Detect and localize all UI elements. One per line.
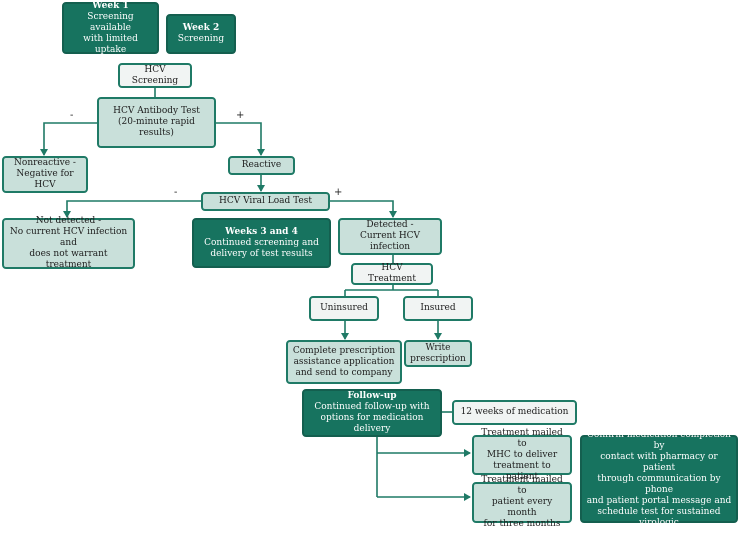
mailed-mhc-line1: Treatment mailed to: [481, 427, 563, 449]
followup2-line3: through communication by phone: [597, 473, 721, 495]
mailed-patient-line3: for three months: [483, 519, 561, 529]
nonreactive-box: Nonreactive - Negative for HCV: [2, 156, 88, 193]
arrow-viral-load-not-detected: [63, 200, 201, 218]
viral-load-box: HCV Viral Load Test: [201, 192, 330, 211]
antibody-line2: (20-minute rapid results): [118, 117, 195, 138]
hcv-treatment-box: HCV Treatment: [351, 263, 433, 285]
week1-line2: with limited uptake: [83, 33, 138, 55]
followup1-title: Follow-up: [347, 391, 397, 401]
followup2-title: Follow-up: [634, 418, 684, 429]
followup1-line2: options for medication delivery: [320, 413, 424, 434]
followup2-line2: contact with pharmacy or patient: [600, 451, 718, 473]
week1-title: Week 1: [92, 0, 129, 11]
mailed-to-patient-box: Treatment mailed to patient every month …: [472, 475, 572, 529]
not-detected-line1: Not detected -: [35, 216, 102, 226]
followup1-line1: Continued follow-up with: [314, 402, 430, 412]
not-detected-box: Not detected - No current HCV infection …: [2, 216, 135, 270]
antibody-minus-sign: -: [70, 110, 74, 121]
antibody-plus-sign: +: [236, 110, 245, 121]
insured-label: Insured: [420, 303, 456, 313]
mailed-to-mhc-box: Treatment mailed to MHC to deliver treat…: [472, 428, 572, 482]
mailed-mhc-line3: treatment to patient: [493, 460, 551, 482]
week2-box: Week 2 Screening: [166, 14, 236, 54]
detected-line1: Detected -: [366, 220, 414, 230]
twelve-weeks-box: 12 weeks of medication: [452, 400, 577, 425]
connector-lines: [40, 88, 471, 501]
followup2-line1: Confirm medication completion by: [587, 429, 731, 451]
weeks34-title: Weeks 3 and 4: [225, 226, 298, 237]
arrow-viral-load-detected: [330, 200, 397, 218]
followup-delivery-box: Follow-up Continued follow-up with optio…: [302, 389, 442, 437]
followup2-line5: schedule test for sustained virologic: [597, 506, 721, 528]
prescription-assist-line1: Complete prescription: [292, 345, 396, 356]
prescription-assist-line3: and send to company: [295, 367, 393, 378]
viral-load-minus-sign: -: [174, 187, 178, 198]
antibody-line1: HCV Antibody Test: [113, 106, 200, 116]
detected-line2: Current HCV infection: [359, 231, 421, 252]
mailed-mhc-line2: MHC to deliver: [486, 449, 558, 460]
prescription-assist-box: Complete prescription assistance applica…: [286, 340, 402, 384]
reactive-label: Reactive: [241, 160, 282, 170]
weeks34-line2: delivery of test results: [210, 248, 313, 259]
twelve-weeks-label: 12 weeks of medication: [460, 407, 569, 417]
detected-box: Detected - Current HCV infection: [338, 218, 442, 255]
viral-load-plus-sign: +: [334, 187, 343, 198]
week1-line1: Screening available: [87, 11, 134, 33]
viral-load-label: HCV Viral Load Test: [219, 196, 312, 206]
mailed-patient-line1: Treatment mailed to: [481, 475, 563, 496]
weeks34-line1: Continued screening and: [204, 237, 319, 248]
weeks34-box: Weeks 3 and 4 Continued screening and de…: [192, 218, 331, 268]
insured-box: Insured: [403, 296, 473, 321]
week2-line1: Screening: [177, 34, 225, 44]
prescription-assist-line2: assistance application: [293, 356, 395, 367]
week1-box: Week 1 Screening available with limited …: [62, 0, 159, 55]
nonreactive-line2: Negative for HCV: [16, 169, 74, 190]
antibody-test-box: HCV Antibody Test (20-minute rapid resul…: [97, 97, 216, 148]
not-detected-line2: No current HCV infection and: [9, 227, 128, 248]
followup2-line4: and patient portal message and: [586, 495, 732, 506]
arrow-antibody-reactive: [216, 122, 265, 156]
write-rx-line2: prescription: [410, 353, 466, 364]
write-prescription-box: Write prescription: [404, 340, 472, 367]
arrow-antibody-nonreactive: [40, 122, 97, 156]
nonreactive-line1: Nonreactive -: [14, 158, 76, 168]
week2-title: Week 2: [182, 23, 220, 33]
uninsured-box: Uninsured: [309, 296, 379, 321]
mailed-patient-line2: patient every month: [491, 497, 553, 518]
reactive-box: Reactive: [228, 156, 295, 175]
write-rx-line1: Write: [425, 342, 451, 353]
not-detected-line3: does not warrant treatment: [29, 249, 108, 270]
hcv-treatment-label: HCV Treatment: [368, 263, 416, 284]
hcv-screening-label: HCV Screening: [131, 64, 179, 86]
hcv-screening-box: HCV Screening: [118, 63, 192, 88]
followup-completion-box: Follow-up Confirm medication completion …: [580, 419, 738, 539]
followup2-line6: response 12 weeks later: [603, 528, 715, 539]
uninsured-label: Uninsured: [320, 303, 368, 313]
